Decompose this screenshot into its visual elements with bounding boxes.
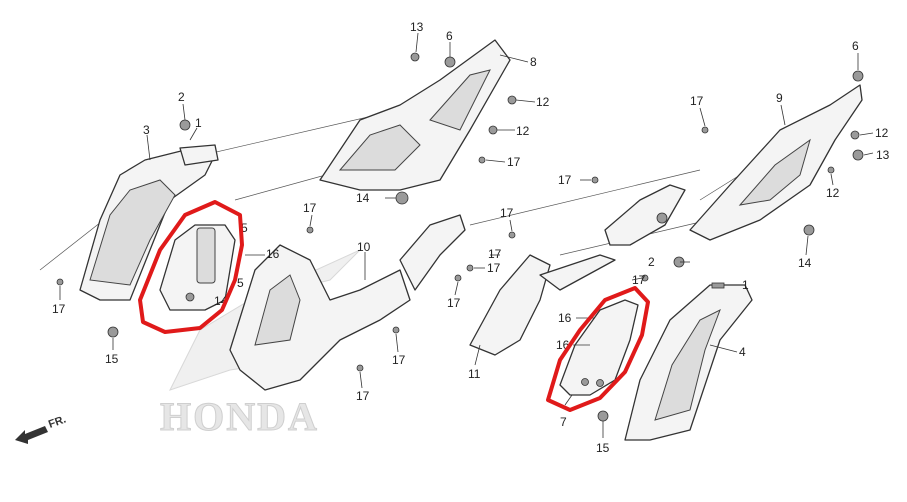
callout-17: 17 bbox=[487, 261, 501, 275]
callout-17: 17 bbox=[447, 296, 461, 310]
callout-17: 17 bbox=[500, 206, 514, 220]
callout-15: 15 bbox=[596, 441, 610, 455]
callout-13: 13 bbox=[876, 148, 890, 162]
callout-5: 5 bbox=[237, 276, 244, 290]
callout-17: 17 bbox=[52, 302, 66, 316]
callout-1: 1 bbox=[742, 278, 749, 292]
callout-17: 17 bbox=[356, 389, 370, 403]
part-10-center-cover[interactable] bbox=[229, 214, 466, 391]
callout-17: 17 bbox=[558, 173, 572, 187]
watermark-text: HONDA bbox=[160, 394, 319, 439]
part-3-side-cover[interactable] bbox=[79, 144, 219, 301]
callout-labels: 2 1 3 13 6 8 12 12 17 14 17 5 16 10 5 14… bbox=[52, 20, 890, 455]
part-8-upper-cover[interactable] bbox=[319, 39, 511, 191]
callout-8: 8 bbox=[530, 55, 537, 69]
bolt-group bbox=[56, 52, 864, 422]
callout-14: 14 bbox=[798, 256, 812, 270]
callout-16: 16 bbox=[266, 247, 280, 261]
callout-14: 14 bbox=[356, 191, 370, 205]
callout-7: 7 bbox=[560, 415, 567, 429]
part-7-right-bracket[interactable] bbox=[559, 299, 639, 396]
callout-5: 5 bbox=[241, 221, 248, 235]
callout-13: 13 bbox=[410, 20, 424, 34]
callout-12: 12 bbox=[875, 126, 889, 140]
callout-9: 9 bbox=[776, 91, 783, 105]
part-11-inner-cover[interactable] bbox=[469, 254, 616, 356]
callout-17: 17 bbox=[303, 201, 317, 215]
callout-17: 17 bbox=[488, 247, 502, 261]
callout-2: 2 bbox=[648, 255, 655, 269]
direction-label: FR. bbox=[47, 413, 68, 430]
callout-15: 15 bbox=[105, 352, 119, 366]
callout-4: 4 bbox=[739, 345, 746, 359]
callout-12: 12 bbox=[536, 95, 550, 109]
callout-12: 12 bbox=[826, 186, 840, 200]
callout-12: 12 bbox=[516, 124, 530, 138]
callout-17: 17 bbox=[507, 155, 521, 169]
front-direction-arrow-icon: FR. bbox=[15, 413, 68, 444]
callout-1: 1 bbox=[195, 116, 202, 130]
part-cover-middle[interactable] bbox=[604, 184, 686, 246]
callout-16: 16 bbox=[558, 311, 572, 325]
part-4-side-cover[interactable] bbox=[624, 284, 753, 441]
leader-lines bbox=[59, 32, 874, 438]
callout-10: 10 bbox=[357, 240, 371, 254]
callout-6: 6 bbox=[852, 39, 859, 53]
callout-17: 17 bbox=[392, 353, 406, 367]
part-9-upper-right-cover[interactable] bbox=[689, 84, 863, 241]
callout-6: 6 bbox=[446, 29, 453, 43]
callout-2: 2 bbox=[178, 90, 185, 104]
highlight-left bbox=[138, 200, 244, 334]
callout-17: 17 bbox=[690, 94, 704, 108]
callout-17: 17 bbox=[632, 273, 646, 287]
callout-3: 3 bbox=[143, 123, 150, 137]
part-5-left-bracket[interactable] bbox=[159, 224, 236, 311]
highlight-right bbox=[546, 286, 650, 412]
callout-11: 11 bbox=[468, 367, 481, 381]
highlight-outlines bbox=[138, 200, 650, 412]
